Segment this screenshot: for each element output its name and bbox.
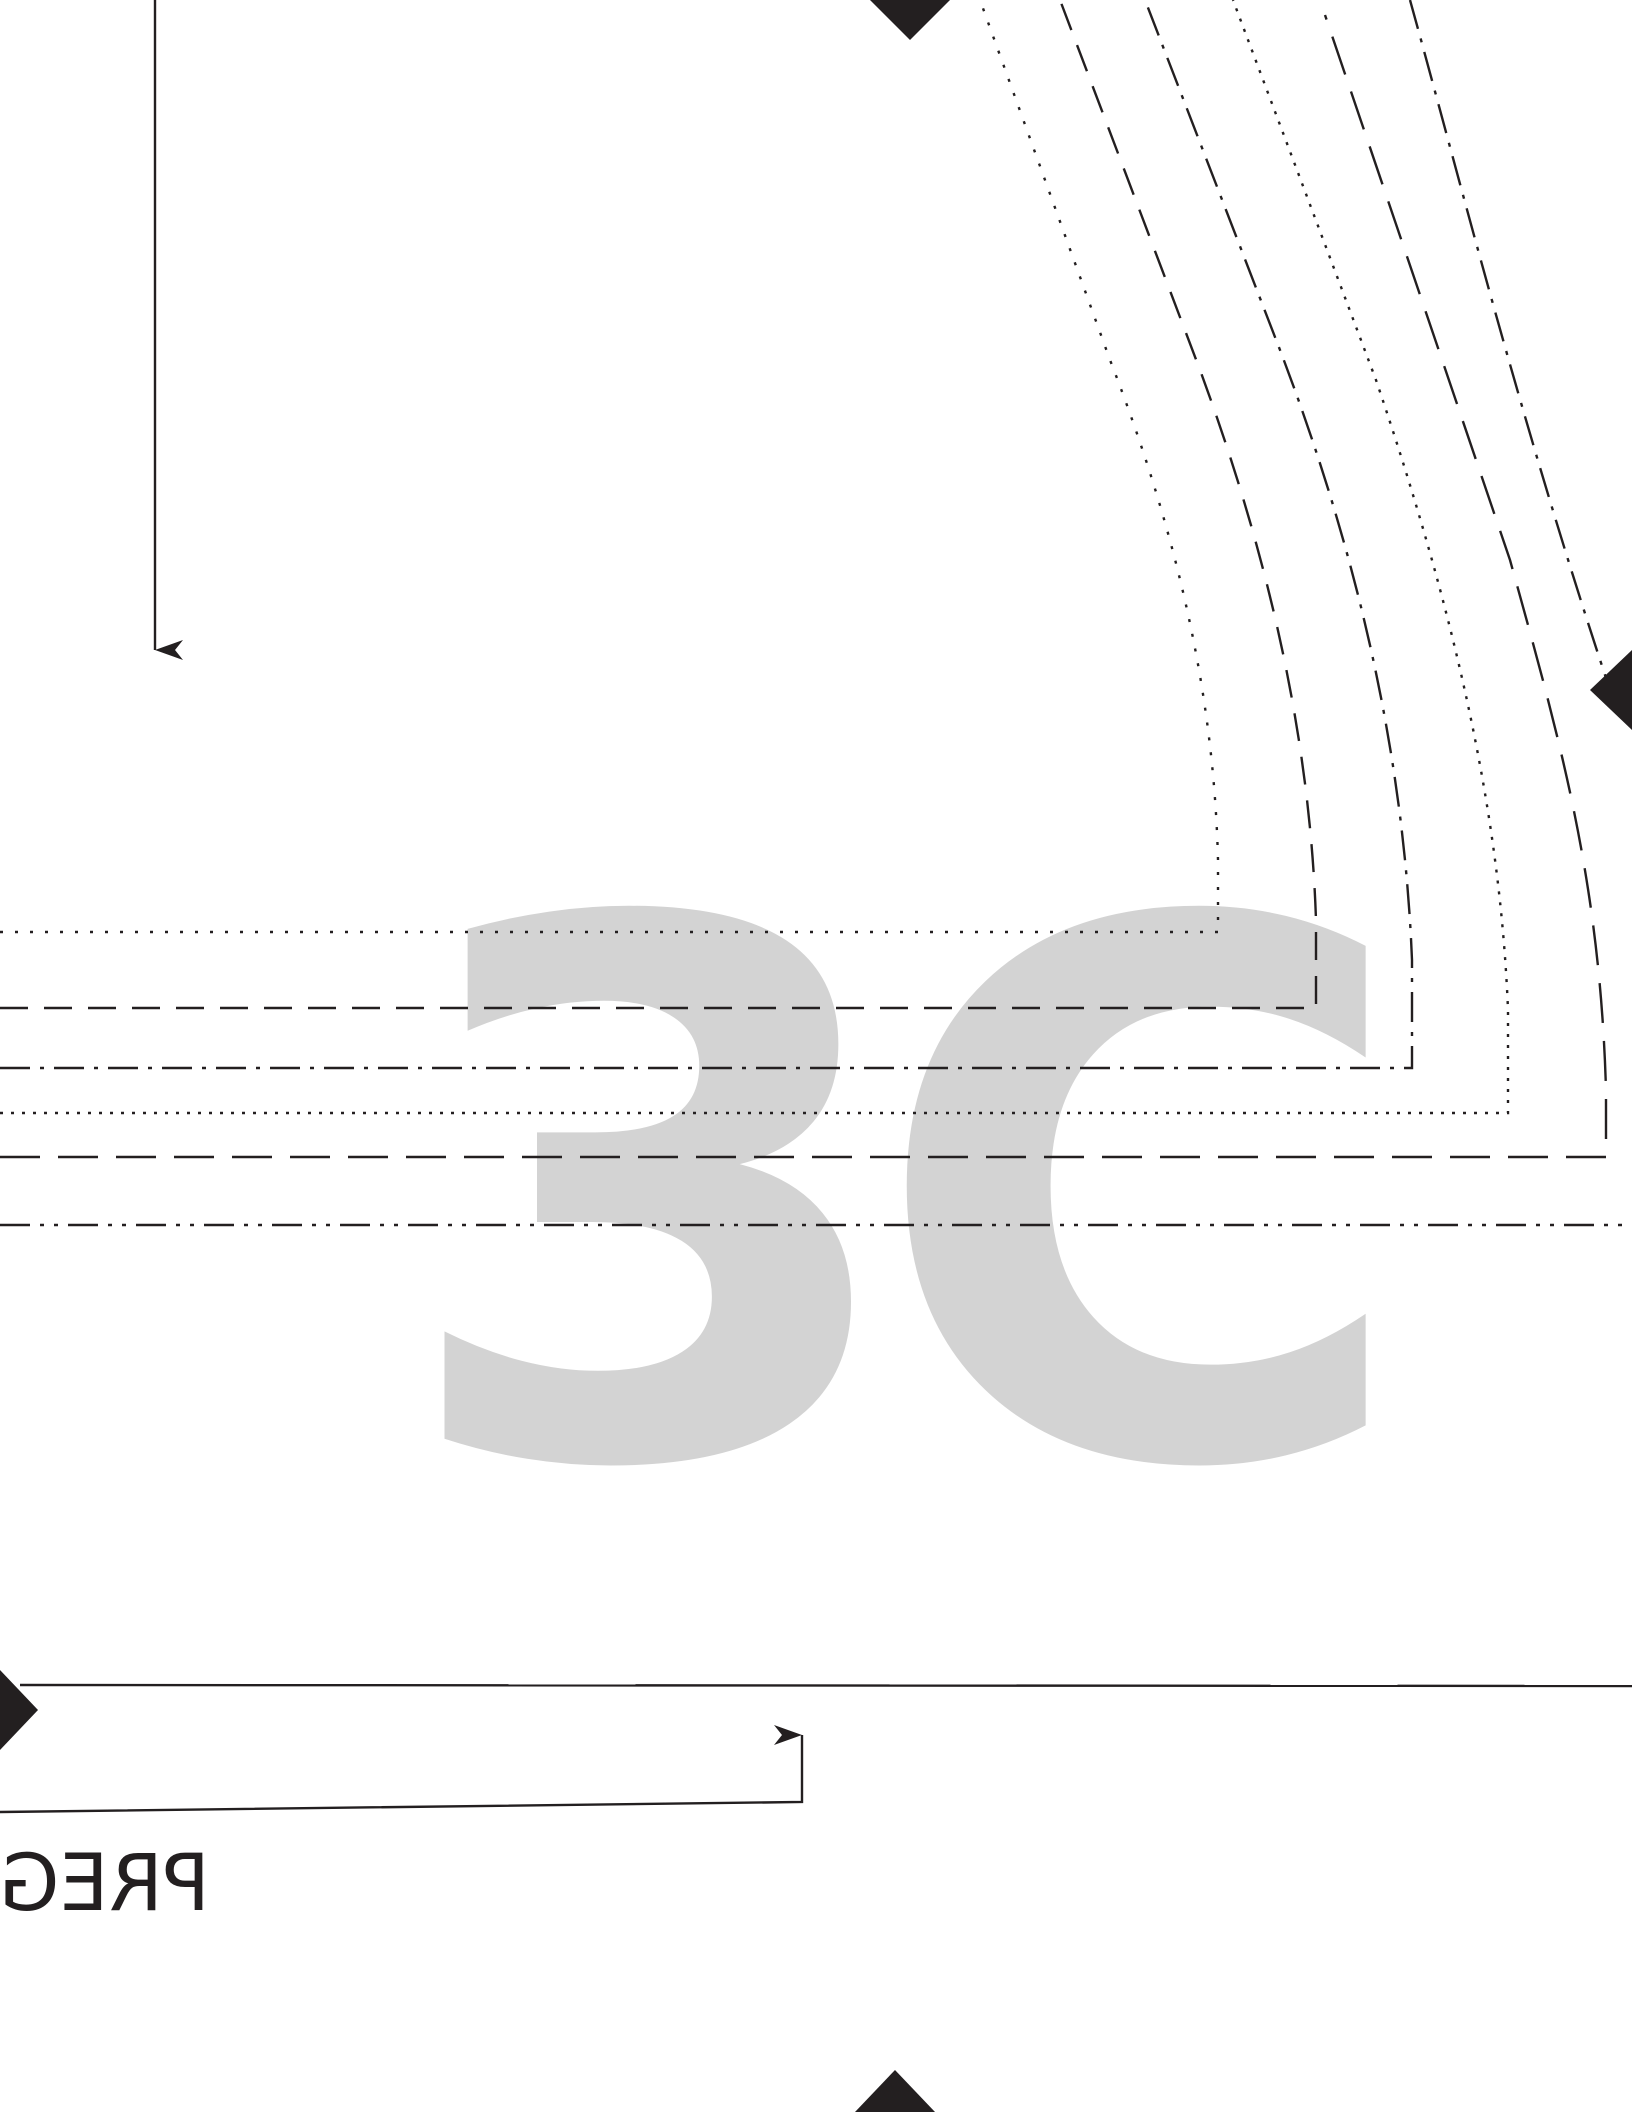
diamond-notch-icon [870,0,950,40]
cut-line [19,1683,1632,1688]
size-line-5 [0,14,1608,1159]
watermark-text: 3C [395,768,1373,1630]
size-line-3 [0,0,1414,1070]
size-line-6-curve [1408,0,1612,691]
fold-arrow [0,1725,804,1814]
size-line-4 [0,0,1510,1115]
diamond-notch-icon [855,2070,935,2112]
diamond-notch-icon [0,1670,38,1750]
mirrored-label: PREG [0,1839,210,1929]
size-line-2 [0,0,1318,1010]
diamond-notch-icon [1590,650,1632,730]
